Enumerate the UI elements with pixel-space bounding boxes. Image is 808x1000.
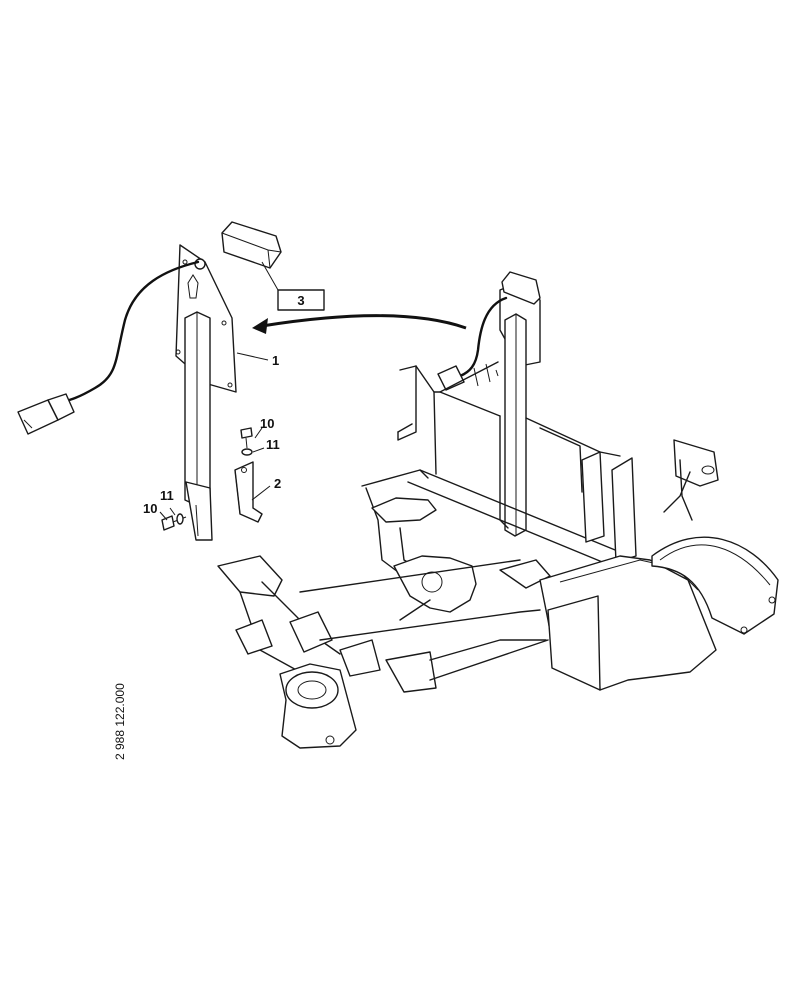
callout-3: 3 — [297, 293, 304, 308]
upper-washer — [241, 448, 253, 456]
callout-11-lower: 11 — [160, 488, 174, 503]
callout-10-lower: 10 — [143, 501, 157, 516]
lower-washer — [176, 513, 184, 525]
drawing-number: 2 988 122.000 — [113, 683, 127, 760]
leader-lines — [159, 261, 279, 521]
lower-bolt — [161, 515, 187, 531]
callout-2: 2 — [274, 476, 281, 491]
callout-11-upper: 11 — [266, 437, 280, 452]
installation-arrow — [252, 314, 467, 334]
callout-10-upper: 10 — [260, 416, 274, 431]
work-lamp — [194, 221, 282, 270]
callout-1: 1 — [272, 353, 279, 368]
callout-box-3 — [277, 289, 325, 311]
l-bracket — [234, 461, 263, 523]
cable-harness — [17, 260, 200, 435]
vertical-support-bar — [184, 311, 213, 541]
machine-frame — [217, 271, 779, 749]
upper-bolt — [240, 427, 253, 449]
